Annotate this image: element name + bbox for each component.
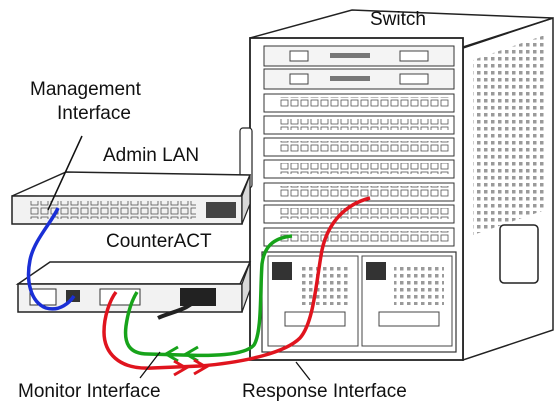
switch-chassis [239, 9, 554, 362]
switch-side-vents [473, 35, 545, 235]
admin-lan-top [11, 171, 252, 199]
admin-lan-uplinks [206, 202, 236, 218]
monitor-pointer [139, 351, 161, 379]
admin-lan-label: Admin LAN [103, 145, 200, 166]
counteract-top [15, 261, 252, 285]
arrow-icon [163, 345, 209, 377]
counteract-label: CounterACT [106, 231, 212, 252]
power-supplies [261, 251, 457, 353]
admin-lan-ports [30, 201, 196, 219]
switch-label: Switch [370, 9, 426, 30]
management-interface-label-line1: Management [30, 79, 141, 100]
response-cable [102, 196, 371, 370]
response-pointer [295, 361, 311, 381]
response-interface-label: Response Interface [242, 381, 407, 402]
power-cord [157, 295, 200, 320]
switch-side-handle [499, 224, 539, 284]
monitor-cable [123, 234, 293, 358]
management-pointer [47, 135, 83, 211]
supervisor-cards [263, 45, 455, 90]
management-interface-label-line2: Interface [57, 103, 131, 124]
monitor-interface-label: Monitor Interface [18, 381, 161, 402]
admin-lan-switch [11, 171, 252, 225]
line-cards [263, 93, 455, 247]
management-cable [26, 207, 76, 311]
